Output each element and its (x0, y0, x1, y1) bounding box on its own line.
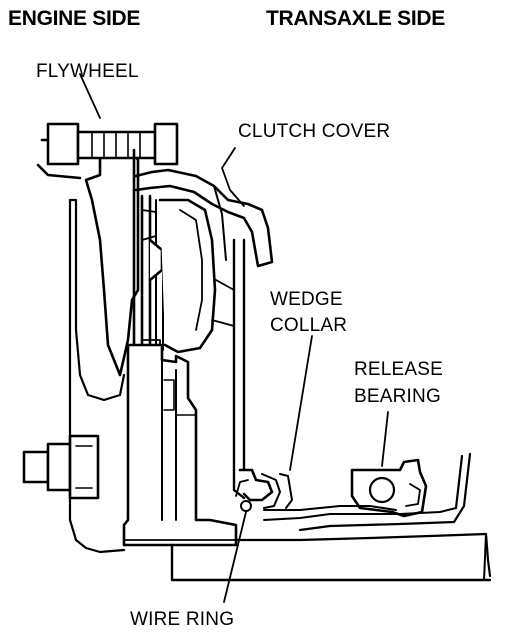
pressure-plate (158, 198, 217, 354)
leader-lines (221, 147, 389, 603)
wire-ring-label: WIRE RING (130, 609, 235, 630)
lower-bolt (22, 434, 100, 500)
wedge-collar-label-line1: WEDGE (270, 289, 343, 310)
clutch-cover-label: CLUTCH COVER (238, 121, 391, 142)
wedge-collar-shape (235, 468, 293, 512)
flywheel-label: FLYWHEEL (36, 61, 139, 82)
transaxle-housing-line (98, 532, 492, 582)
wedge-collar-label-line2: COLLAR (270, 315, 348, 336)
release-bearing-shape (263, 452, 472, 532)
release-bearing-label-line2: BEARING (354, 386, 441, 407)
flywheel-bolt (46, 73, 179, 166)
release-bearing-label-line1: RELEASE (354, 359, 444, 380)
transaxle-side-header: TRANSAXLE SIDE (266, 7, 445, 30)
engine-side-header: ENGINE SIDE (8, 7, 141, 30)
clutch-hub (122, 343, 238, 547)
clutch-cover-shape (134, 168, 274, 500)
